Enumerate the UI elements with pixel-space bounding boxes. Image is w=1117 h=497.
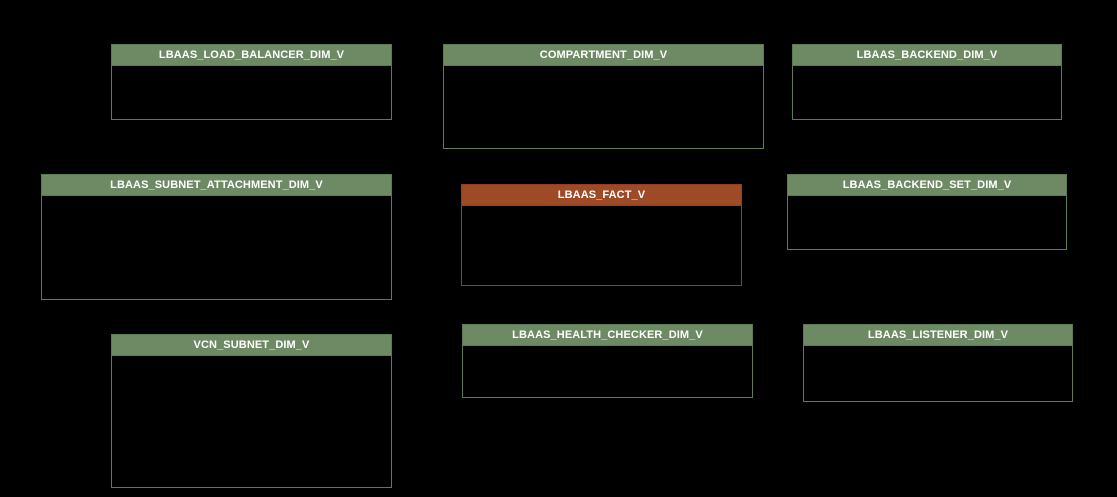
table-header-lbaas-fact-v[interactable]: LBAAS_FACT_V — [462, 185, 741, 206]
table-box-compartment-dim-v[interactable]: COMPARTMENT_DIM_V — [443, 44, 764, 149]
table-header-lbaas-backend-set-dim-v[interactable]: LBAAS_BACKEND_SET_DIM_V — [788, 175, 1066, 196]
table-body-lbaas-backend-dim-v — [793, 66, 1061, 119]
table-body-lbaas-fact-v — [462, 206, 741, 285]
table-body-lbaas-subnet-attachment-dim-v — [42, 196, 391, 299]
table-body-lbaas-health-checker-dim-v — [463, 346, 752, 397]
table-box-lbaas-load-balancer-dim-v[interactable]: LBAAS_LOAD_BALANCER_DIM_V — [111, 44, 392, 120]
table-body-lbaas-listener-dim-v — [804, 346, 1072, 401]
table-box-lbaas-subnet-attachment-dim-v[interactable]: LBAAS_SUBNET_ATTACHMENT_DIM_V — [41, 174, 392, 300]
table-header-lbaas-health-checker-dim-v[interactable]: LBAAS_HEALTH_CHECKER_DIM_V — [463, 325, 752, 346]
table-body-lbaas-backend-set-dim-v — [788, 196, 1066, 249]
table-body-compartment-dim-v — [444, 66, 763, 148]
table-box-lbaas-listener-dim-v[interactable]: LBAAS_LISTENER_DIM_V — [803, 324, 1073, 402]
table-header-lbaas-backend-dim-v[interactable]: LBAAS_BACKEND_DIM_V — [793, 45, 1061, 66]
table-box-lbaas-backend-dim-v[interactable]: LBAAS_BACKEND_DIM_V — [792, 44, 1062, 120]
table-body-vcn-subnet-dim-v — [112, 356, 391, 487]
table-header-lbaas-listener-dim-v[interactable]: LBAAS_LISTENER_DIM_V — [804, 325, 1072, 346]
table-box-vcn-subnet-dim-v[interactable]: VCN_SUBNET_DIM_V — [111, 334, 392, 488]
table-box-lbaas-health-checker-dim-v[interactable]: LBAAS_HEALTH_CHECKER_DIM_V — [462, 324, 753, 398]
table-box-lbaas-fact-v[interactable]: LBAAS_FACT_V — [461, 184, 742, 286]
table-header-compartment-dim-v[interactable]: COMPARTMENT_DIM_V — [444, 45, 763, 66]
table-header-lbaas-subnet-attachment-dim-v[interactable]: LBAAS_SUBNET_ATTACHMENT_DIM_V — [42, 175, 391, 196]
table-body-lbaas-load-balancer-dim-v — [112, 66, 391, 119]
table-box-lbaas-backend-set-dim-v[interactable]: LBAAS_BACKEND_SET_DIM_V — [787, 174, 1067, 250]
table-header-lbaas-load-balancer-dim-v[interactable]: LBAAS_LOAD_BALANCER_DIM_V — [112, 45, 391, 66]
table-header-vcn-subnet-dim-v[interactable]: VCN_SUBNET_DIM_V — [112, 335, 391, 356]
